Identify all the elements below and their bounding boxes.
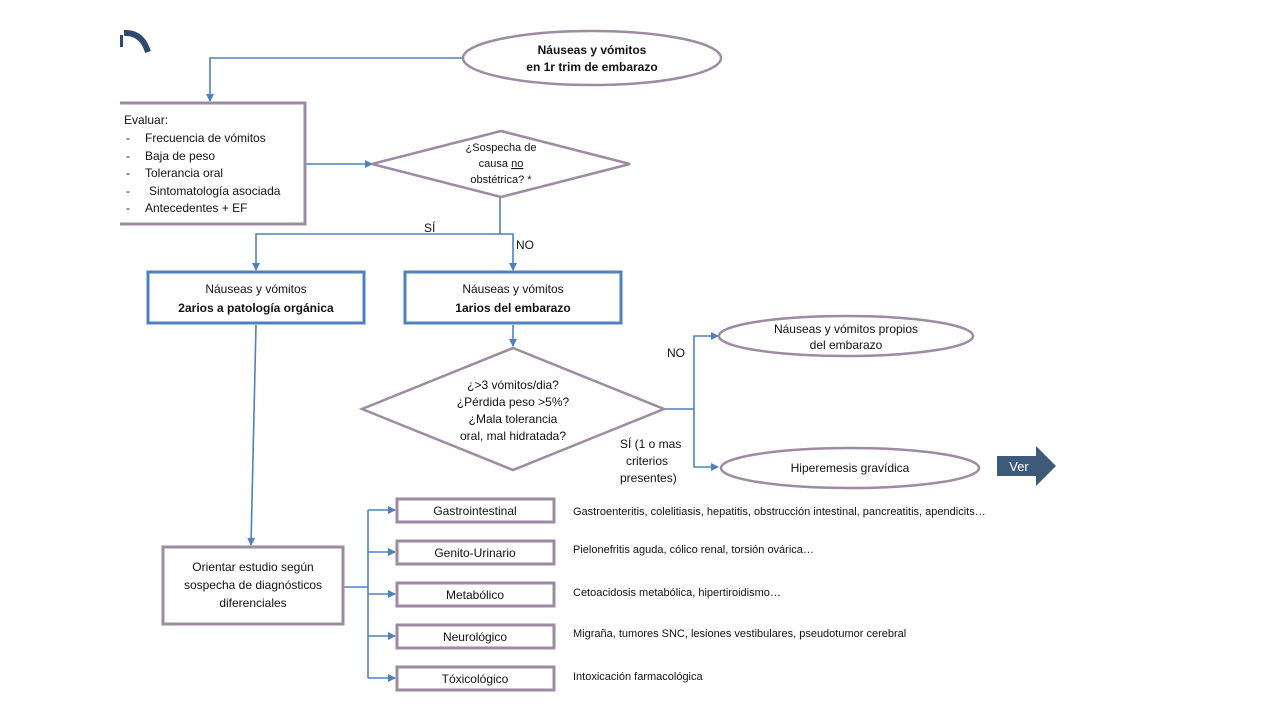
- category-gastrointestinal: Gastrointestinal: [395, 497, 556, 524]
- study-box: Orientar estudio según sospecha de diagn…: [161, 545, 345, 626]
- decision-severity: ¿>3 vómitos/dia? ¿Pérdida peso >5%? ¿Mal…: [358, 346, 668, 472]
- ver-button[interactable]: Ver: [997, 446, 1056, 486]
- primary-box: Náuseas y vómitos 1arios del embarazo: [403, 270, 623, 325]
- primary-line-1: Náuseas y vómitos: [462, 282, 563, 296]
- evaluate-item-2: Baja de peso: [145, 149, 215, 163]
- decision-non-obstetric: ¿Sospecha de causa no obstétrica? *: [371, 129, 631, 199]
- hyperemesis-label: Hiperemesis gravídica: [791, 461, 910, 475]
- category-name: Tóxicológico: [442, 672, 509, 686]
- decision1-line-1: ¿Sospecha de: [466, 142, 537, 154]
- secondary-box: Náuseas y vómitos 2arios a patología org…: [146, 270, 366, 325]
- bullet-1: -: [126, 131, 130, 145]
- label-si-2-line-2: criterios: [626, 454, 668, 468]
- connector-si-hyper: [693, 409, 719, 471]
- label-si-2-line-1: SÍ (1 o mas: [620, 436, 681, 451]
- decision2-line-1: ¿>3 vómitos/dia?: [467, 378, 559, 392]
- evaluate-box: Evaluar: - Frecuencia de vómitos - Baja …: [120, 101, 307, 226]
- bullet-3: -: [126, 166, 130, 180]
- connector-si-secondary: [252, 233, 500, 271]
- decision2-line-2: ¿Pérdida peso >5%?: [457, 395, 570, 409]
- connector-no-primary: [500, 233, 517, 271]
- category-name: Genito-Urinario: [434, 546, 516, 560]
- category-desc: Intoxicación farmacológica: [573, 671, 704, 683]
- category-desc: Gastroenteritis, colelitiasis, hepatitis…: [573, 506, 986, 518]
- bullet-2: -: [126, 149, 130, 163]
- hyperemesis-node: Hiperemesis gravídica: [719, 446, 981, 490]
- evaluate-item-5: Antecedentes + EF: [145, 201, 247, 215]
- start-line-1: Náuseas y vómitos: [538, 43, 647, 57]
- evaluate-title: Evaluar:: [124, 113, 168, 127]
- decision2-line-3: ¿Mala tolerancia: [469, 412, 558, 426]
- category-name: Metabólico: [446, 588, 504, 602]
- study-line-3: diferenciales: [219, 596, 286, 610]
- bullet-4: -: [126, 184, 130, 198]
- category-genito-urinario: Genito-Urinario: [395, 539, 556, 566]
- category-desc: Pielonefritis aguda, cólico renal, torsi…: [573, 544, 814, 556]
- secondary-line-2: 2arios a patología orgánica: [178, 301, 334, 315]
- evaluate-item-1: Frecuencia de vómitos: [145, 131, 266, 145]
- logo-fragment-bar: [120, 35, 123, 47]
- decision2-line-4: oral, mal hidratada?: [460, 429, 566, 443]
- start-line-2: en 1r trim de embarazo: [526, 60, 657, 74]
- own-line-1: Náuseas y vómitos propios: [774, 322, 918, 336]
- study-line-2: sospecha de diagnósticos: [184, 578, 322, 592]
- start-node: Náuseas y vómitos en 1r trim de embarazo: [461, 29, 723, 87]
- connector-secondary-to-study: [247, 324, 257, 546]
- label-no-2: NO: [667, 346, 685, 360]
- study-line-1: Orientar estudio según: [192, 560, 313, 574]
- ver-button-label: Ver: [1009, 459, 1029, 474]
- own-pregnancy-node: Náuseas y vómitos propios del embarazo: [717, 314, 975, 358]
- label-si-2-line-3: presentes): [620, 471, 677, 485]
- connector-no-own: [693, 332, 719, 409]
- evaluate-item-3: Tolerancia oral: [145, 166, 223, 180]
- label-no-1: NO: [516, 238, 534, 252]
- evaluate-item-4: Sintomatología asociada: [149, 184, 281, 198]
- category-neurologico: Neurológico: [395, 623, 556, 650]
- category-name: Neurológico: [443, 630, 507, 644]
- category-toxicologico: Tóxicológico: [395, 665, 556, 692]
- secondary-line-1: Náuseas y vómitos: [205, 282, 306, 296]
- bullet-5: -: [126, 201, 130, 215]
- category-desc: Cetoacidosis metabólica, hipertiroidismo…: [573, 587, 781, 599]
- decision1-line-2: causa no: [479, 158, 524, 170]
- connector-start-to-evaluate: [206, 57, 463, 102]
- category-name: Gastrointestinal: [433, 504, 516, 518]
- decision1-line-3: obstétrica? *: [470, 174, 532, 186]
- category-desc: Migraña, tumores SNC, lesiones vestibula…: [573, 628, 906, 640]
- category-metabolico: Metabólico: [395, 581, 556, 608]
- primary-line-2: 1arios del embarazo: [455, 301, 570, 315]
- logo-fragment: [123, 29, 151, 53]
- label-si-1: SÍ: [424, 220, 436, 235]
- own-line-2: del embarazo: [810, 338, 883, 352]
